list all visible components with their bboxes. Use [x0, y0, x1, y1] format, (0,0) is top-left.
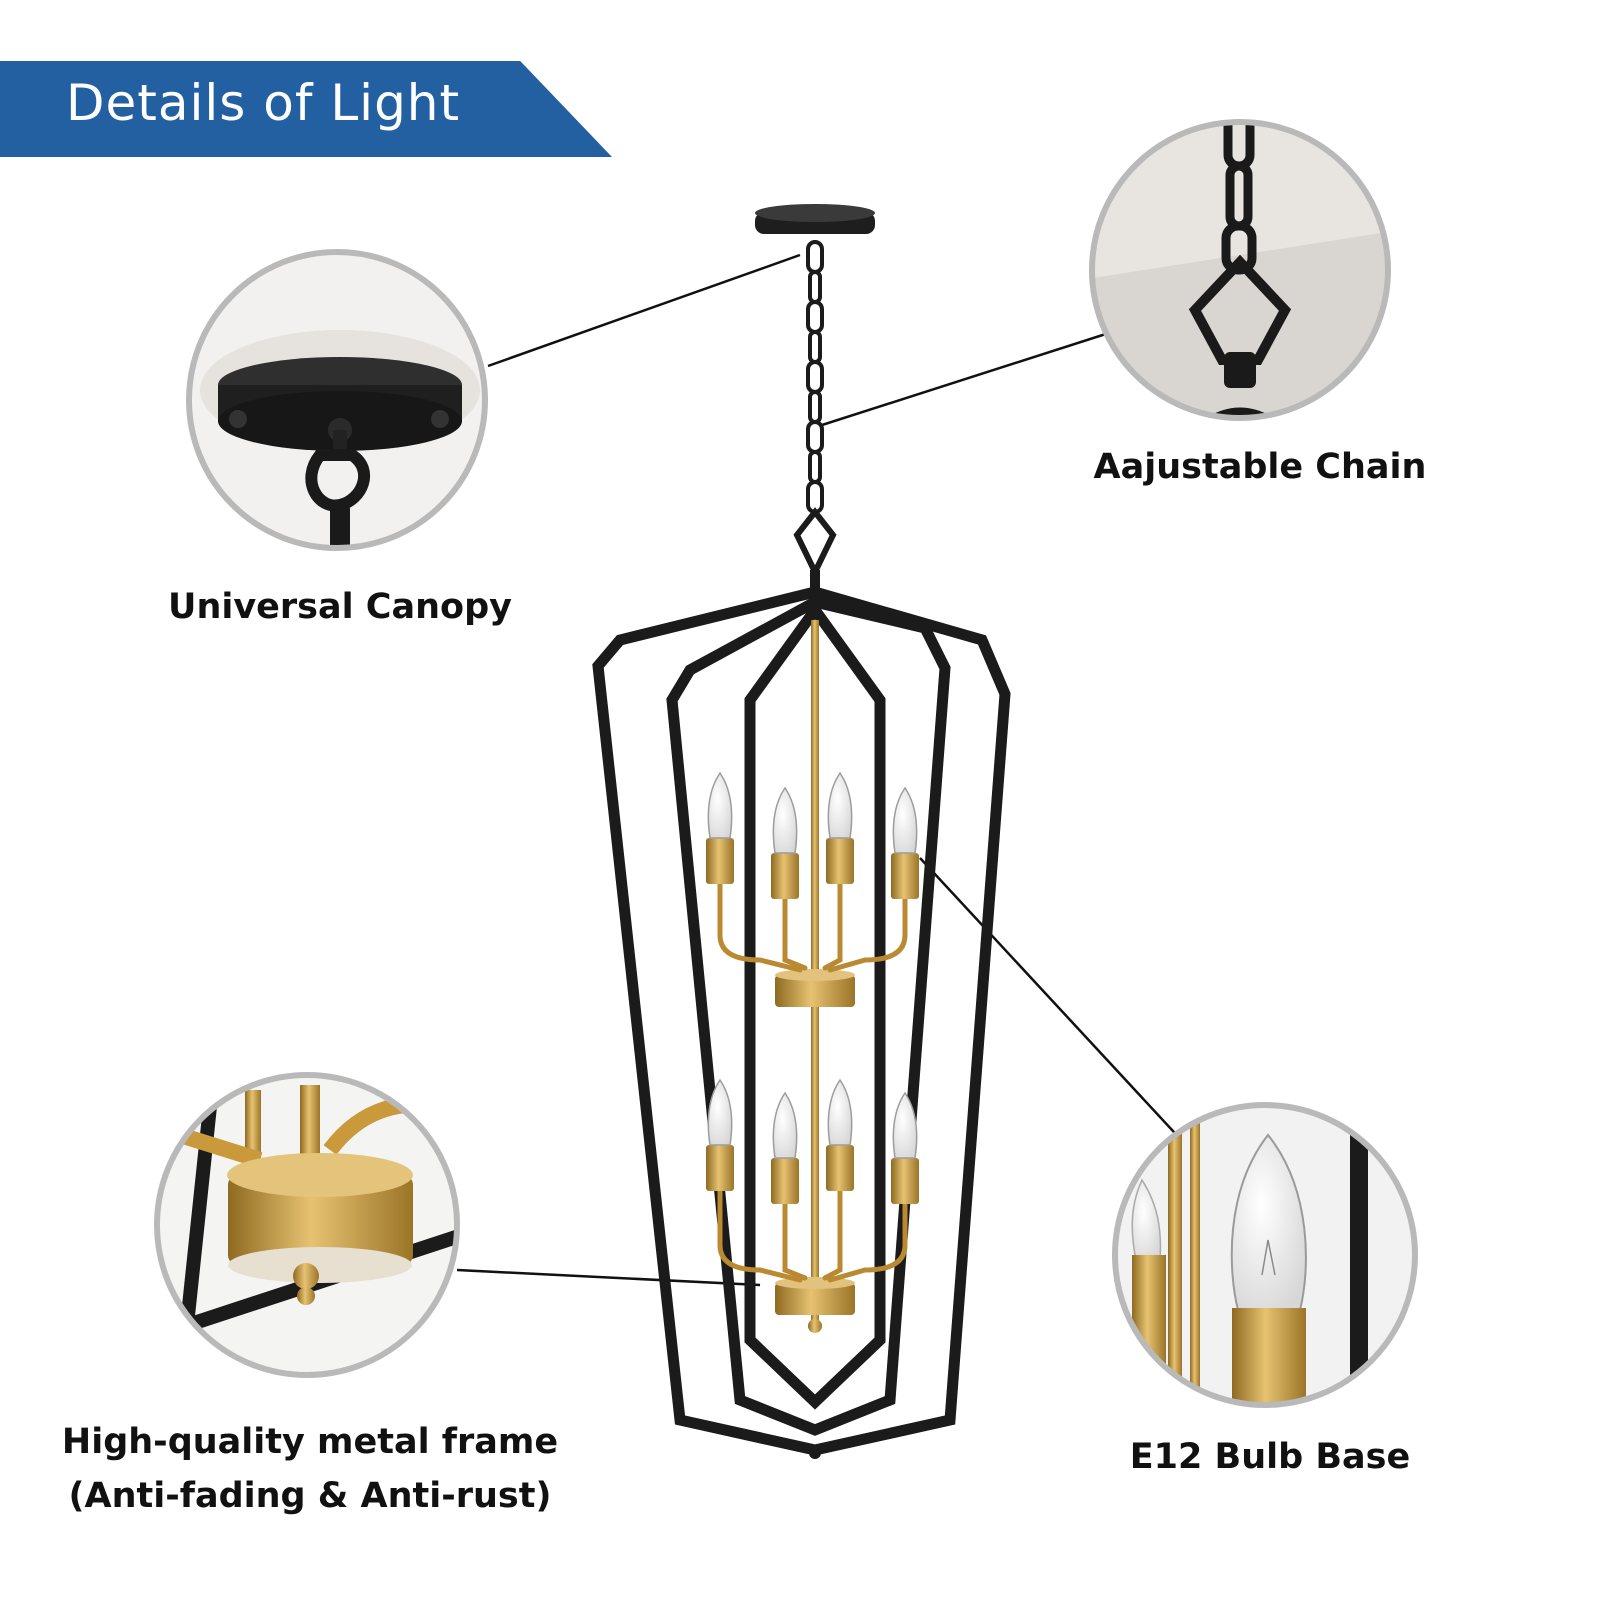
detail-circle-frame	[154, 1072, 460, 1378]
callout-label-frame-line1: High-quality metal frame	[61, 1422, 559, 1462]
leader-line-canopy	[487, 253, 801, 368]
chandelier	[592, 204, 1011, 1459]
callout-label-frame-line2: (Anti-fading & Anti-rust)	[68, 1476, 552, 1516]
upper-tier	[706, 771, 919, 1007]
callout-label-bulb: E12 Bulb Base	[1129, 1437, 1411, 1477]
hanging-chain	[806, 240, 824, 514]
detail-circle-canopy	[186, 249, 488, 551]
page-title: Details of Light	[66, 74, 461, 132]
lower-tier	[706, 1078, 919, 1333]
detail-circle-chain	[1089, 119, 1391, 421]
callout-label-chain: Aajustable Chain	[1093, 447, 1427, 487]
leader-line-frame	[456, 1268, 761, 1287]
callout-label-canopy: Universal Canopy	[168, 587, 512, 627]
metal-frame	[592, 586, 1011, 1456]
leader-lines	[456, 253, 1186, 1287]
leader-line-bulb	[919, 857, 1186, 1145]
header-banner	[0, 61, 612, 157]
callout-label-frame: High-quality metal frame (Anti-fading & …	[30, 1415, 590, 1523]
leader-line-chain	[821, 330, 1113, 427]
detail-circle-bulb	[1112, 1102, 1418, 1408]
